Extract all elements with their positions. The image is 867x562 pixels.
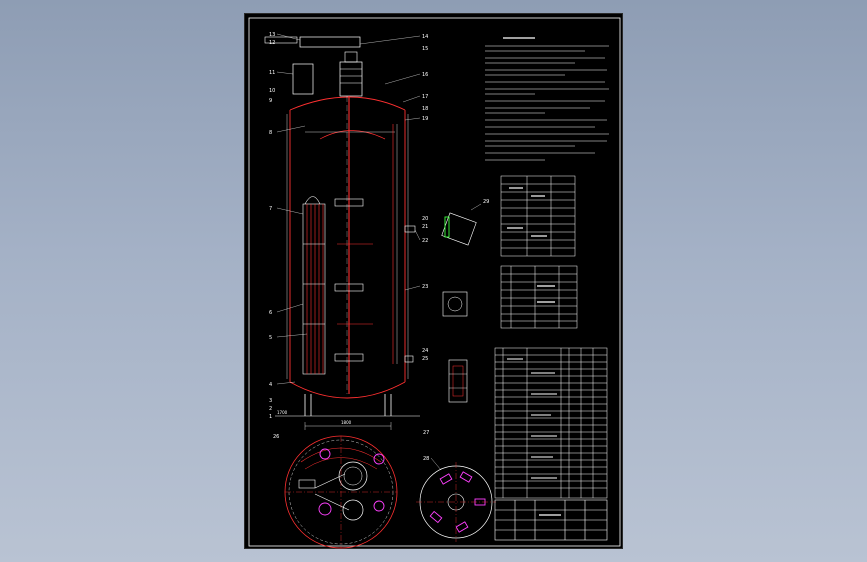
left-drive-unit: [292, 63, 314, 95]
vessel-elevation: 1800 1700: [264, 36, 420, 430]
svg-text:15: 15: [422, 46, 428, 52]
svg-text:6: 6: [269, 310, 272, 316]
svg-text:21: 21: [422, 224, 428, 230]
part-callouts-left: 13 12 11 10 9 8 7 6 5 4 3 2 1: [269, 32, 275, 420]
design-spec-table: [500, 175, 576, 257]
svg-text:14: 14: [422, 34, 428, 40]
bottom-head: [289, 381, 406, 399]
plan-view-right: 27 28: [416, 430, 496, 542]
svg-text:5: 5: [269, 335, 272, 341]
svg-text:10: 10: [269, 88, 275, 94]
svg-text:18: 18: [422, 106, 428, 112]
title-block: [494, 499, 608, 541]
svg-text:19: 19: [422, 116, 428, 122]
cad-drawing: 1800 1700 13 12 11 10 9 8 7 6 5 4 3 2 1: [248, 17, 621, 549]
svg-text:22: 22: [422, 238, 428, 244]
svg-text:4: 4: [269, 382, 272, 388]
svg-text:8: 8: [269, 130, 272, 136]
coil-bundle: [302, 196, 326, 375]
detail-label: 29: [483, 199, 489, 205]
svg-text:9: 9: [269, 98, 272, 104]
drawing-border: [248, 17, 621, 547]
plan-view-label: 26: [273, 434, 279, 440]
part-callouts-right: 14 15 16 17 18 19 20 21 22 23 24 25: [422, 34, 428, 362]
nozzle-table: [500, 265, 578, 329]
top-plate: [299, 36, 361, 48]
dimension-1: 1800: [341, 420, 352, 425]
svg-text:3: 3: [269, 398, 272, 404]
plan-view-right-label: 27: [423, 430, 429, 436]
svg-text:17: 17: [422, 94, 428, 100]
svg-text:16: 16: [422, 72, 428, 78]
detail-views: 29: [441, 199, 489, 403]
dimension-2: 1700: [277, 410, 288, 415]
svg-text:1: 1: [269, 414, 272, 420]
parts-list-table: [494, 347, 608, 499]
technical-requirements: [485, 37, 609, 161]
svg-text:24: 24: [422, 348, 428, 354]
svg-text:13: 13: [269, 32, 275, 38]
svg-text:12: 12: [269, 40, 275, 46]
plan-view-left: 26: [273, 434, 398, 549]
motor: [339, 61, 363, 97]
top-bracket: [264, 36, 298, 44]
svg-text:25: 25: [422, 356, 428, 362]
svg-text:2: 2: [269, 406, 272, 412]
drawing-sheet: 1800 1700 13 12 11 10 9 8 7 6 5 4 3 2 1: [244, 13, 623, 549]
svg-text:23: 23: [422, 284, 428, 290]
plan-view-right-label-2: 28: [423, 456, 429, 462]
top-head: [289, 96, 406, 111]
svg-text:20: 20: [422, 216, 428, 222]
svg-text:7: 7: [269, 206, 272, 212]
svg-text:11: 11: [269, 70, 275, 76]
